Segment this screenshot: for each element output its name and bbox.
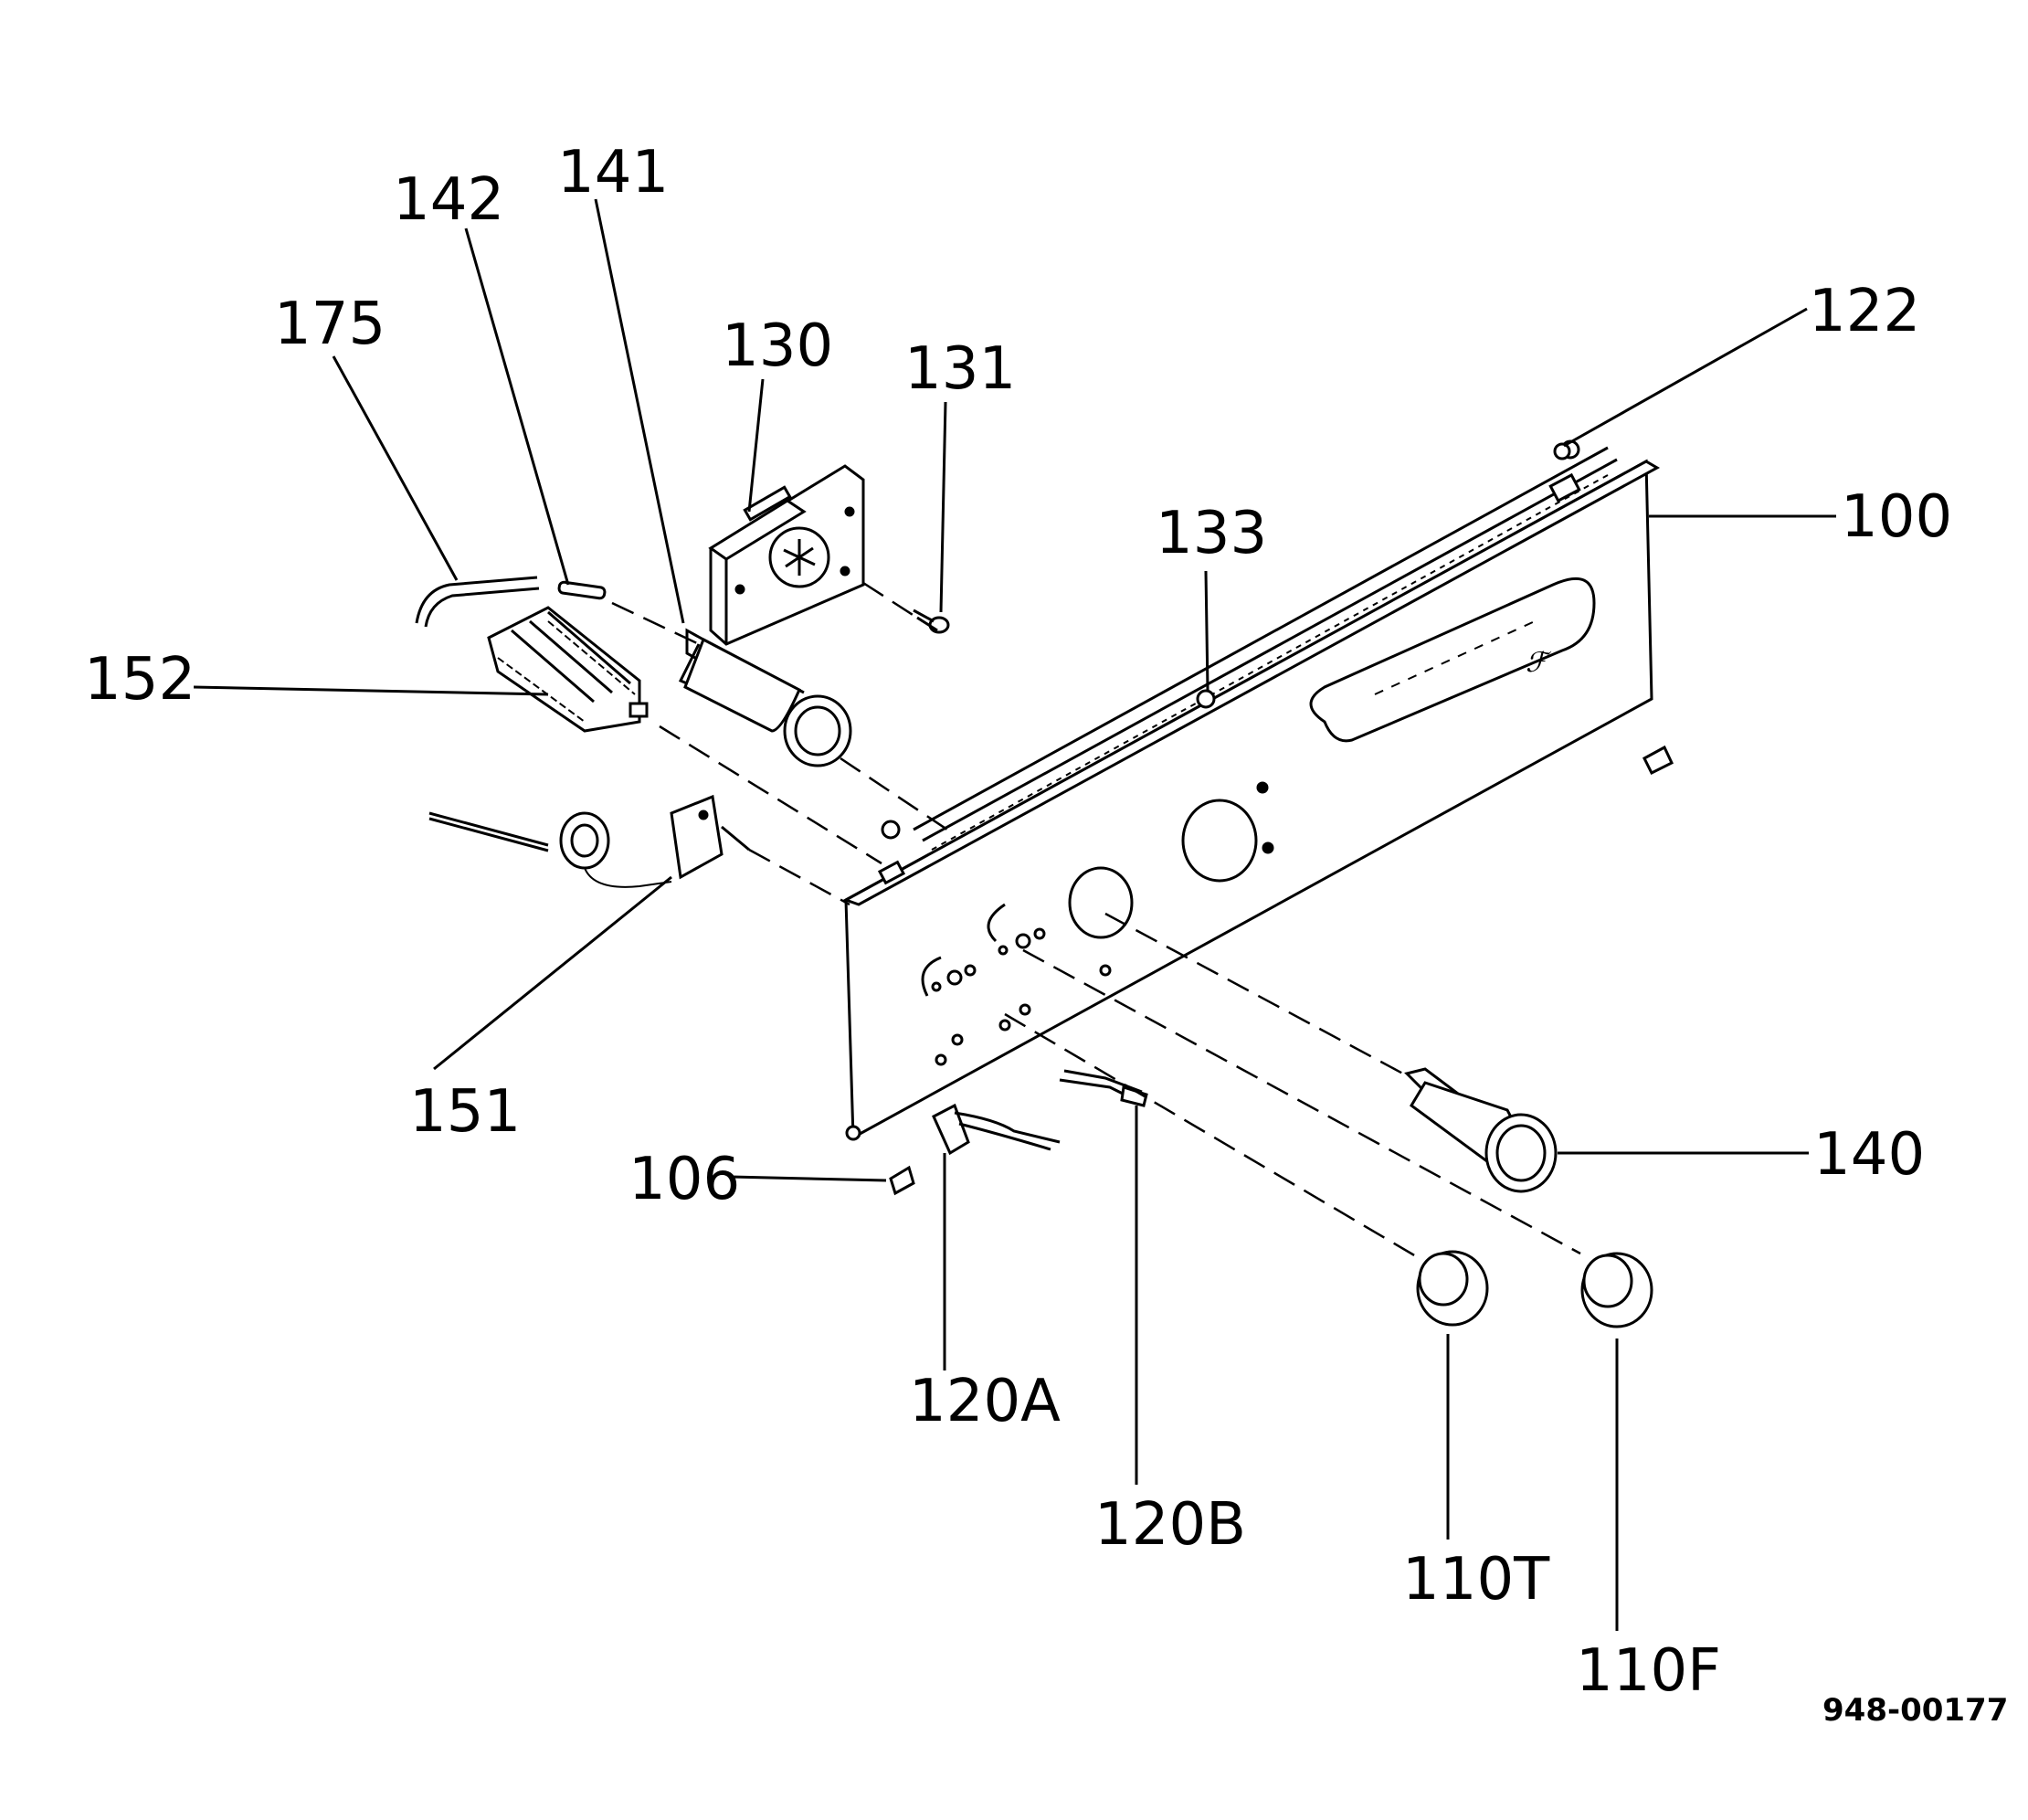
label-110t: 110T bbox=[1402, 1546, 1550, 1614]
label-122: 122 bbox=[1809, 278, 1920, 345]
label-120a: 120A bbox=[909, 1368, 1061, 1435]
small-tube-part bbox=[557, 580, 607, 600]
label-142: 142 bbox=[393, 166, 504, 234]
timer-module-part bbox=[708, 464, 865, 646]
knob-110f-part bbox=[1580, 1252, 1653, 1328]
label-110f: 110F bbox=[1576, 1637, 1721, 1705]
label-106: 106 bbox=[628, 1146, 740, 1213]
document-number: 948-00177 bbox=[1822, 1692, 2008, 1729]
screw-part bbox=[913, 608, 950, 634]
label-140: 140 bbox=[1813, 1121, 1925, 1189]
label-152: 152 bbox=[84, 646, 195, 714]
label-141: 141 bbox=[557, 139, 669, 206]
switch-120a-part bbox=[932, 1103, 1061, 1156]
label-120b: 120B bbox=[1094, 1491, 1246, 1559]
terminal-block-part bbox=[487, 606, 649, 733]
tube-part bbox=[415, 576, 540, 628]
switch-120b-part bbox=[1059, 1069, 1148, 1107]
clip-106-part bbox=[889, 1165, 915, 1196]
label-130: 130 bbox=[722, 312, 833, 380]
control-panel-part: ℱ bbox=[842, 439, 1674, 1141]
knob-110t-part bbox=[1416, 1250, 1489, 1327]
assembly-lines bbox=[611, 581, 1581, 1258]
lamp-holder-part bbox=[678, 628, 852, 767]
screw-122-part bbox=[1553, 442, 1571, 460]
label-175: 175 bbox=[274, 291, 386, 358]
lamp-part bbox=[1404, 1067, 1558, 1193]
leader-lines bbox=[193, 198, 1836, 1631]
label-133: 133 bbox=[1156, 500, 1267, 567]
label-151: 151 bbox=[409, 1078, 521, 1146]
label-131: 131 bbox=[904, 335, 1016, 403]
label-100: 100 bbox=[1841, 483, 1952, 551]
thermostat-part bbox=[428, 794, 750, 888]
